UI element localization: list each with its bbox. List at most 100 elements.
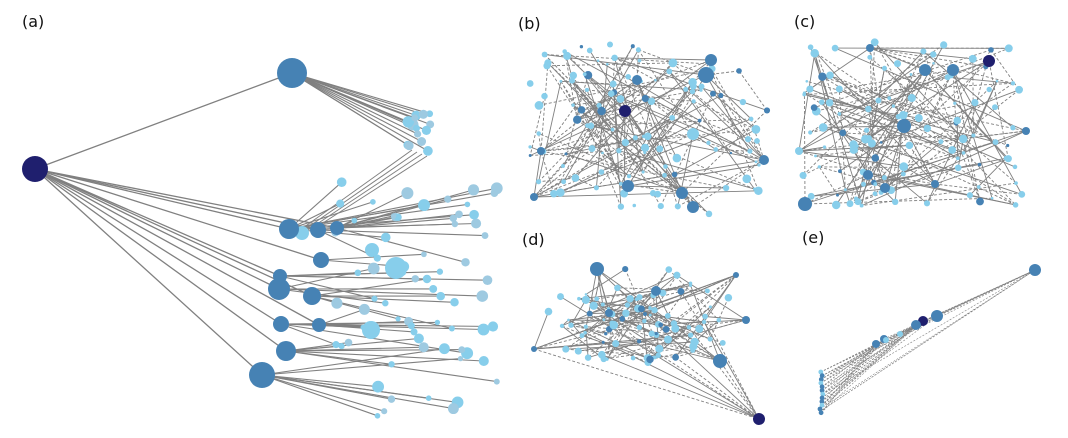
network-edge: [649, 274, 737, 360]
tree-edge: [278, 288, 386, 304]
tree-edge: [261, 358, 461, 376]
network-edge: [719, 360, 760, 420]
network-node: [843, 188, 847, 192]
network-node: [923, 200, 931, 207]
network-node: [893, 60, 902, 68]
network-edge: [614, 57, 656, 81]
network-node: [706, 140, 711, 146]
tree-edge: [279, 272, 404, 277]
leaf-node: [370, 199, 376, 205]
network-node: [563, 51, 572, 60]
leaf-node: [382, 299, 389, 307]
tree-edge: [34, 168, 319, 231]
leaf-node: [425, 395, 432, 401]
network-node: [688, 281, 693, 286]
network-edge: [809, 47, 871, 90]
network-node: [891, 198, 899, 206]
network-node: [673, 271, 681, 279]
network-node: [528, 145, 532, 149]
network-edge: [602, 152, 630, 177]
network-edge: [918, 63, 934, 119]
network-edge: [597, 60, 700, 121]
network-node: [805, 79, 809, 83]
network-edge: [957, 167, 1016, 206]
network-edge: [660, 324, 721, 362]
network-edge: [533, 190, 759, 198]
network-edge: [547, 62, 683, 194]
tree-edge: [336, 223, 455, 229]
tree-edge: [34, 168, 338, 229]
leaf-node: [471, 218, 482, 229]
network-edge: [698, 274, 737, 330]
panel-a-hierarchical-tree: [22, 58, 503, 419]
network-node: [683, 86, 689, 92]
network-node: [754, 186, 763, 196]
network-node: [818, 377, 824, 382]
network-edge: [880, 141, 942, 193]
leaf-node: [365, 243, 379, 257]
network-node: [698, 83, 705, 90]
network-node: [573, 115, 582, 124]
network-edge: [565, 304, 628, 350]
network-edge: [645, 98, 751, 152]
hub-node: [698, 67, 714, 83]
network-edge: [798, 141, 882, 152]
network-edge: [585, 299, 723, 344]
network-edge: [820, 343, 877, 413]
leaf-node: [418, 109, 428, 119]
network-edge: [546, 62, 673, 67]
leaf-node: [451, 220, 459, 228]
network-node: [586, 310, 593, 317]
network-node: [619, 316, 626, 322]
network-node: [873, 182, 878, 187]
network-edge: [820, 269, 1036, 373]
network-edge: [704, 316, 760, 420]
network-node: [867, 139, 876, 148]
leaf-node: [354, 269, 362, 277]
network-edge: [898, 116, 942, 143]
tree-edge: [291, 72, 429, 152]
network-edge: [533, 340, 640, 350]
hub-node: [277, 58, 307, 88]
leaf-node: [411, 275, 419, 283]
hub-node: [268, 278, 290, 300]
network-edge: [577, 100, 652, 121]
network-node: [641, 170, 645, 174]
network-node: [663, 164, 668, 169]
network-node: [635, 47, 641, 53]
hub-node: [687, 201, 699, 213]
network-edge: [575, 62, 674, 179]
network-edge: [601, 110, 765, 161]
network-node: [702, 313, 708, 320]
network-node: [671, 324, 680, 333]
network-edge: [688, 327, 760, 420]
network-edge: [834, 47, 1027, 132]
network-edge: [857, 167, 959, 203]
network-node: [606, 62, 609, 66]
network-edge: [839, 47, 1009, 115]
network-edge: [934, 183, 1022, 195]
leaf-node: [478, 355, 489, 367]
network-node: [666, 68, 673, 75]
hub-node: [676, 187, 688, 199]
network-edge: [627, 164, 760, 187]
network-edge: [918, 117, 964, 140]
network-edge: [538, 133, 542, 152]
network-edge: [821, 343, 877, 380]
network-edge: [649, 350, 693, 360]
network-node: [875, 97, 882, 104]
network-node: [819, 384, 825, 390]
hub-node: [632, 75, 642, 85]
network-node: [674, 203, 681, 210]
network-edge: [565, 75, 589, 155]
tree-edge: [311, 155, 428, 231]
network-edge: [584, 332, 760, 420]
network-node: [596, 102, 602, 108]
network-node: [817, 165, 821, 169]
leaf-node: [374, 412, 381, 419]
network-edge: [638, 340, 760, 420]
network-node: [719, 340, 726, 346]
network-node: [722, 184, 730, 192]
leaf-node: [402, 116, 415, 128]
leaf-node: [362, 321, 380, 339]
